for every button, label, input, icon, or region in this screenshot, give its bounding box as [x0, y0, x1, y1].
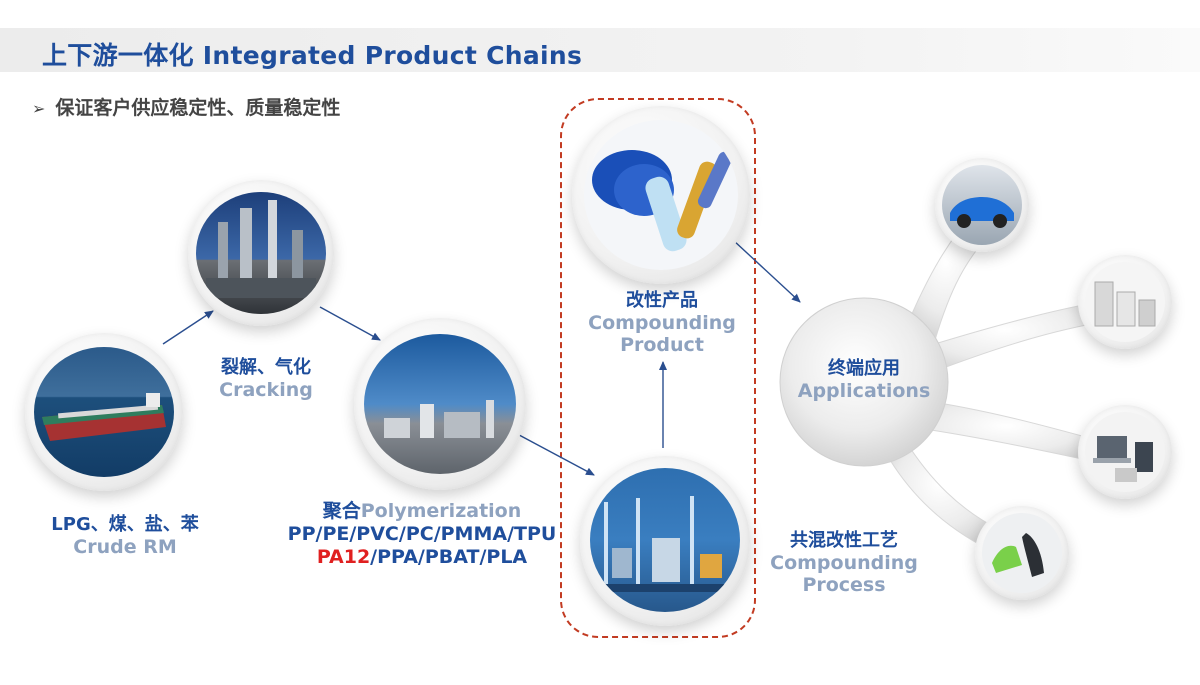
compounding-product-cn: 改性产品 [626, 290, 698, 311]
crude-label-cn: LPG、煤、盐、苯 [51, 514, 199, 535]
polymerization-label: 聚合Polymerization PP/PE/PVC/PC/PMMA/TPU P… [272, 500, 572, 568]
bullet-arrow-icon: ➢ [32, 99, 46, 118]
page-title: 上下游一体化 Integrated Product Chains [42, 41, 583, 70]
compounding-process-label: 共混改性工艺 Compounding Process [760, 530, 928, 597]
compounding-product-label: 改性产品 Compounding Product [572, 290, 752, 357]
crude-label-en: Crude RM [73, 535, 177, 558]
chemical-plant-photo [364, 334, 516, 474]
refinery-towers-photo [196, 192, 326, 314]
compounding-process-en-1: Compounding [770, 551, 918, 574]
compounding-machinery-photo [590, 468, 740, 612]
applications-label: 终端应用 Applications [784, 358, 944, 402]
crude-label: LPG、煤、盐、苯 Crude RM [30, 514, 220, 558]
compounding-process-cn: 共混改性工艺 [790, 530, 898, 551]
automotive-app-node [935, 158, 1029, 252]
arrow-cracking-to-polymerization [319, 306, 381, 341]
polymerization-label-cn: 聚合 [322, 500, 361, 522]
subtitle: ➢ 保证客户供应稳定性、质量稳定性 [32, 93, 340, 120]
arrow-crude-to-cracking [162, 310, 214, 345]
polymer-list-line1: PP/PE/PVC/PC/PMMA/TPU [287, 522, 557, 545]
title-band [0, 28, 1200, 72]
compounding-product-node [572, 106, 750, 284]
arrow-product-to-applications [732, 239, 801, 303]
compounding-process-en-2: Process [802, 574, 886, 597]
tanker-ship-photo [34, 347, 174, 477]
polymer-list-line2-rest: /PPA/PBAT/PLA [370, 545, 528, 568]
plastic-pellets-photo [584, 120, 738, 270]
appliance-app-node [1078, 255, 1172, 349]
cracking-label: 裂解、气化 Cracking [196, 357, 336, 401]
polymer-list-line2: PA12/PPA/PBAT/PLA [272, 546, 572, 569]
pa12-highlight: PA12 [316, 545, 371, 568]
footwear-app-node [975, 506, 1069, 600]
cracking-label-cn: 裂解、气化 [221, 357, 311, 378]
subtitle-text: 保证客户供应稳定性、质量稳定性 [55, 97, 341, 119]
sneakers-photo [982, 513, 1062, 593]
applications-cn: 终端应用 [828, 358, 900, 379]
polymerization-label-en: Polymerization [360, 500, 522, 522]
cracking-node [188, 180, 334, 326]
compounding-product-en-1: Compounding [588, 311, 736, 334]
electronics-app-node [1078, 405, 1172, 499]
arrow-polymerization-to-process [505, 427, 595, 476]
applications-en: Applications [797, 379, 931, 402]
compounding-highlight-box [560, 98, 756, 638]
cracking-label-en: Cracking [219, 378, 313, 401]
crude-rm-node [25, 333, 183, 491]
polymerization-node [354, 318, 526, 490]
compounding-product-en-2: Product [620, 334, 704, 357]
applications-hub [779, 297, 949, 467]
compounding-process-node [580, 456, 750, 626]
sports-car-photo [942, 165, 1022, 245]
polymerization-title: 聚合Polymerization [272, 500, 572, 523]
electronics-devices-photo [1085, 412, 1165, 492]
home-appliances-photo [1085, 262, 1165, 342]
